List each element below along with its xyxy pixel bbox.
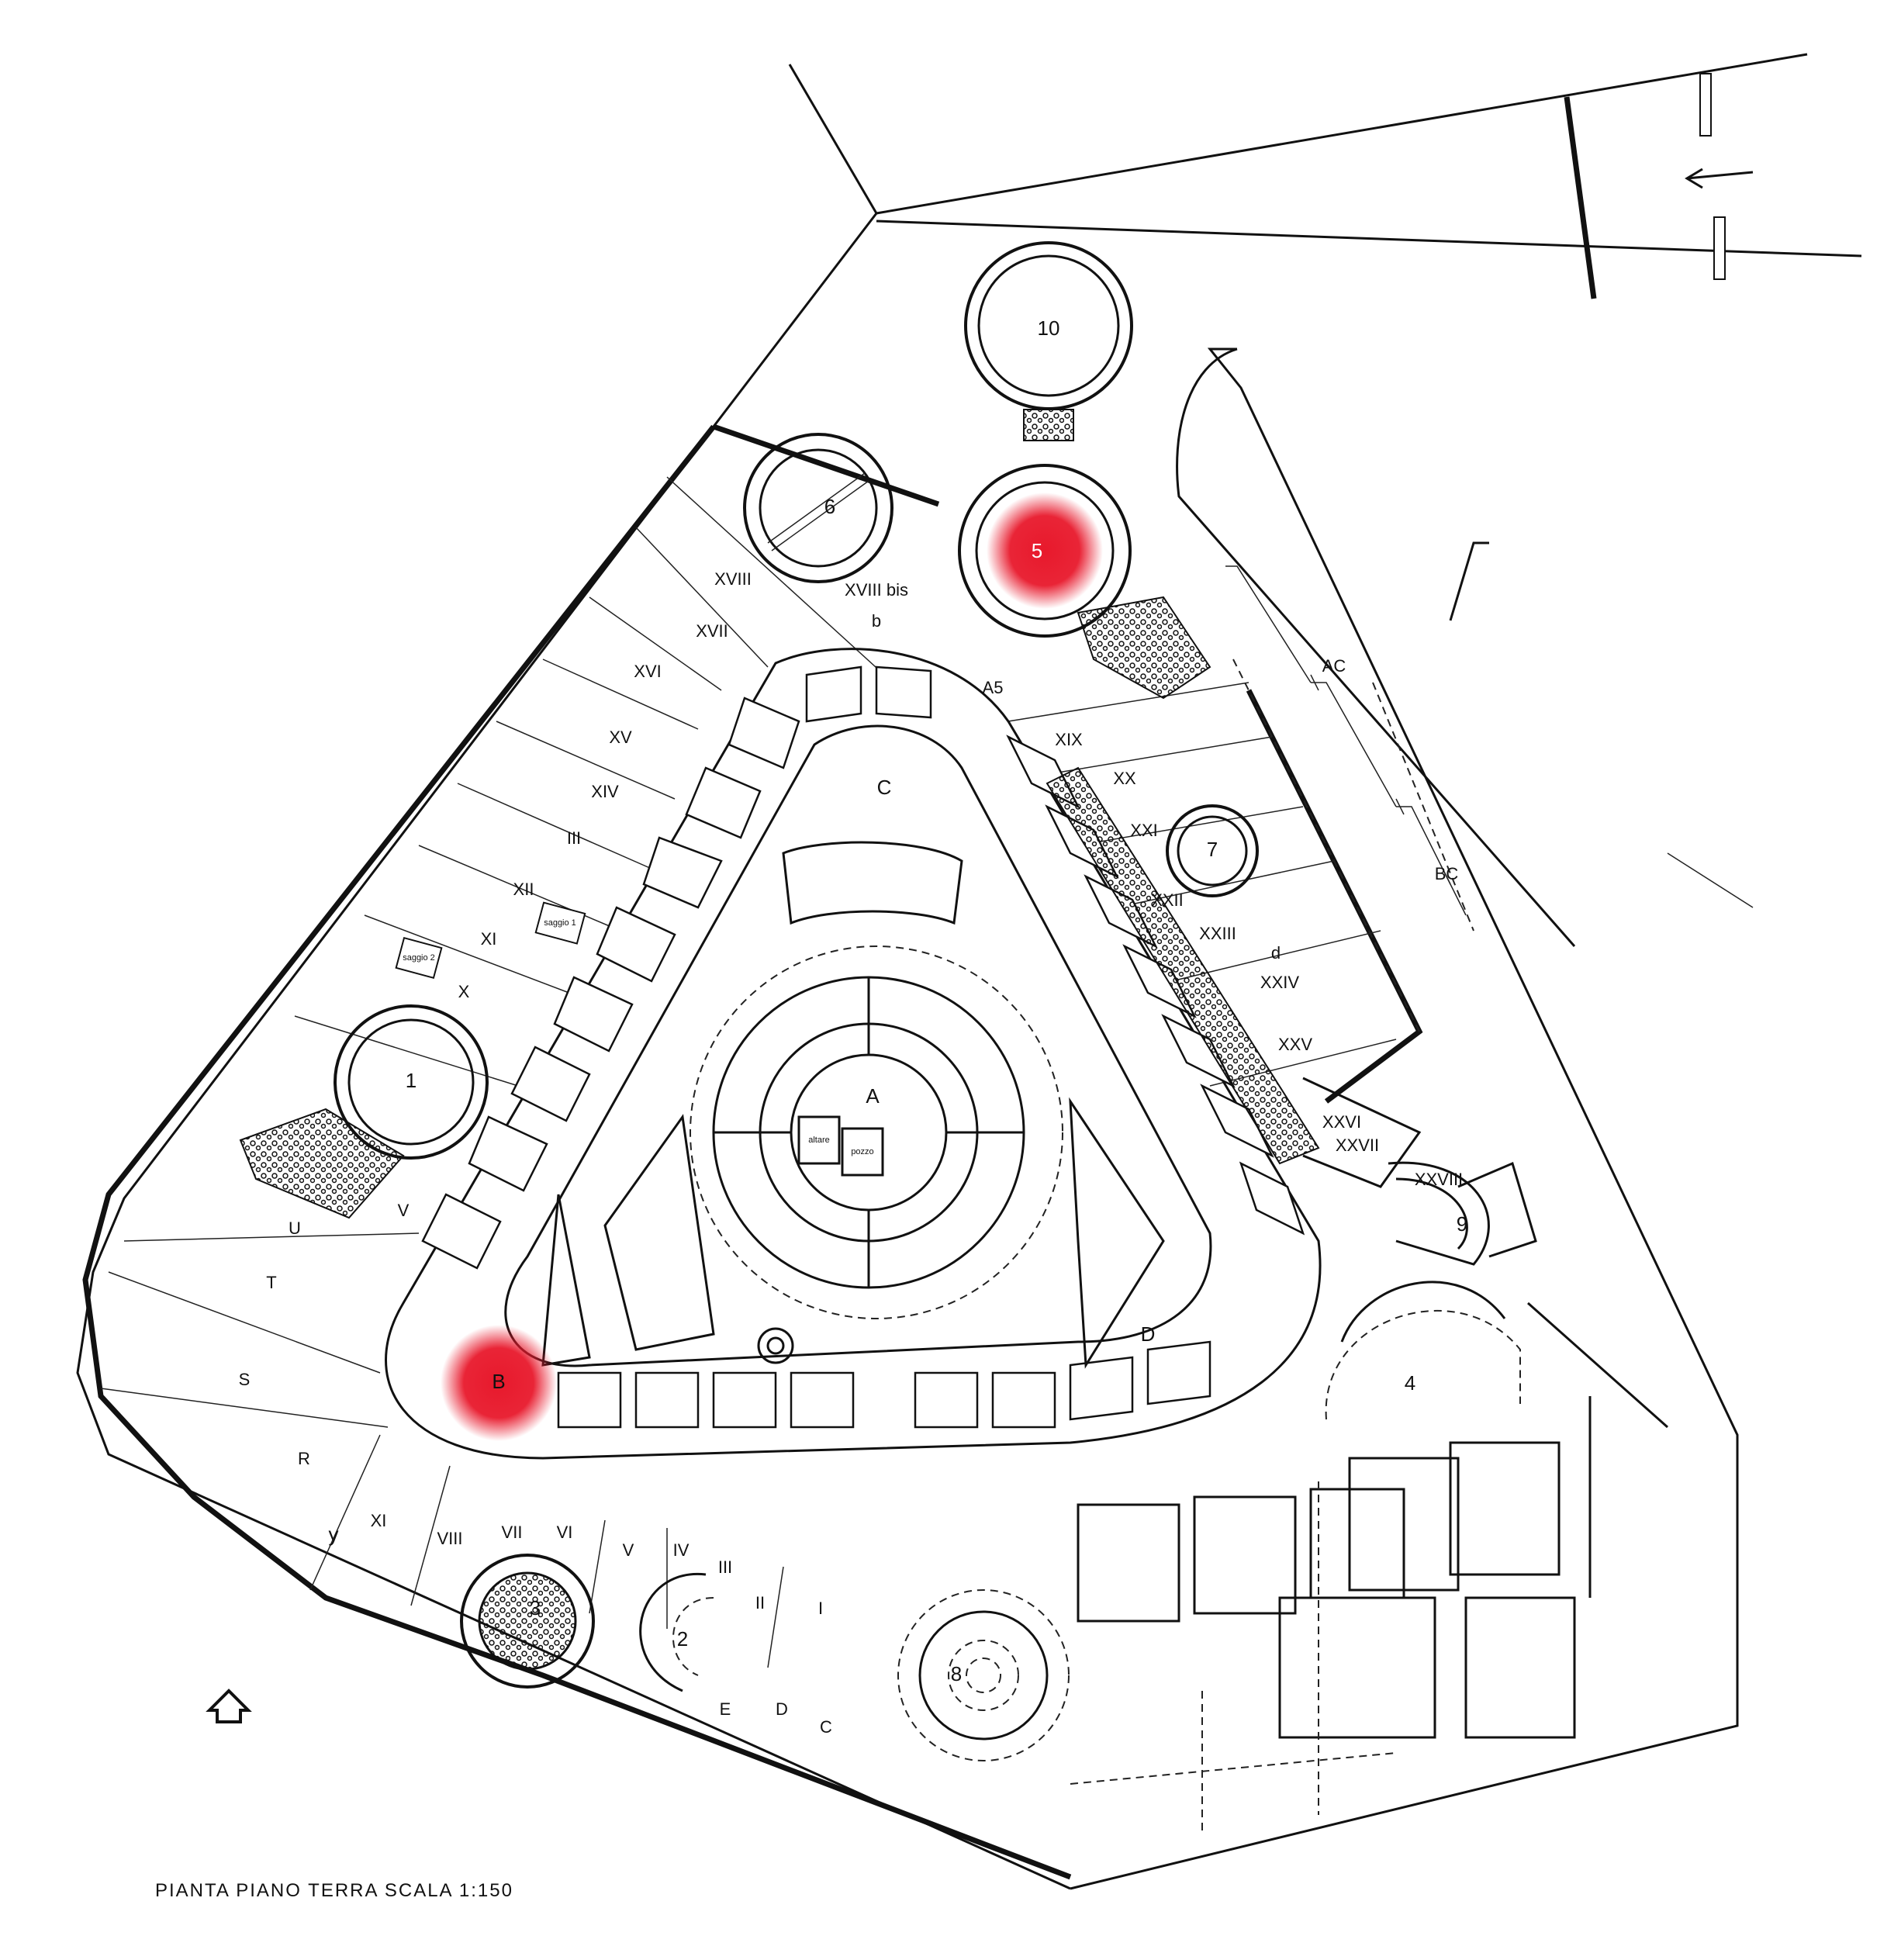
label-1: 1 bbox=[406, 1069, 416, 1092]
label-XVIII: XVIII bbox=[714, 569, 752, 589]
label-R: R bbox=[298, 1449, 310, 1468]
north-arrow-icon bbox=[206, 1689, 252, 1723]
label-7: 7 bbox=[1207, 838, 1218, 861]
tower-5 bbox=[958, 464, 1211, 700]
room-labels: 10 5 6 7 1 9 4 8 3 2 A B C D A5 b d AC B… bbox=[239, 316, 1468, 1737]
tower-4 bbox=[1325, 1281, 1521, 1420]
label-XXI: XXI bbox=[1130, 821, 1157, 840]
center-box-label-2: pozzo bbox=[851, 1147, 873, 1156]
label-XV: XV bbox=[609, 728, 632, 747]
label-AC: AC bbox=[1322, 656, 1346, 676]
label-XIII: III bbox=[567, 828, 581, 848]
central-structure bbox=[541, 841, 1165, 1369]
tower-8 bbox=[897, 1589, 1070, 1761]
label-bottom-C: C bbox=[820, 1717, 832, 1737]
right-annex bbox=[1232, 541, 1537, 1258]
dimension-marks bbox=[1225, 565, 1467, 916]
lower-right-rooms bbox=[1070, 1301, 1668, 1830]
sector-lines-left bbox=[100, 476, 885, 1668]
label-d: d bbox=[1271, 943, 1281, 963]
highlight-marker-5 bbox=[987, 493, 1103, 609]
label-bottom-E: E bbox=[720, 1699, 731, 1719]
label-XII: XII bbox=[513, 880, 534, 899]
tower-10 bbox=[964, 241, 1133, 441]
tower-7 bbox=[1166, 804, 1259, 897]
label-bottom-III: III bbox=[718, 1557, 732, 1577]
label-8: 8 bbox=[951, 1662, 962, 1685]
label-bottom-V: V bbox=[623, 1540, 634, 1560]
saggio-1-label: saggio 1 bbox=[544, 918, 576, 928]
label-XIV: XIV bbox=[591, 782, 619, 801]
label-C: C bbox=[877, 776, 892, 799]
label-6: 6 bbox=[824, 495, 835, 518]
tower-9 bbox=[1388, 1161, 1490, 1266]
label-3: 3 bbox=[530, 1596, 541, 1620]
label-V: V bbox=[398, 1201, 410, 1220]
label-S: S bbox=[239, 1370, 251, 1389]
center-box-label-1: altare bbox=[808, 1136, 830, 1145]
label-XXVI: XXVI bbox=[1322, 1112, 1361, 1132]
saggio-2-label: saggio 2 bbox=[403, 953, 435, 963]
tower-3 bbox=[460, 1554, 595, 1689]
label-XXV: XXV bbox=[1278, 1035, 1312, 1054]
label-5: 5 bbox=[1032, 539, 1042, 562]
label-b: b bbox=[872, 611, 881, 631]
label-bottom-II: II bbox=[755, 1593, 765, 1613]
label-XXVIII: XXVIII bbox=[1415, 1170, 1463, 1189]
label-XXII: XXII bbox=[1151, 890, 1184, 910]
label-D: D bbox=[1141, 1322, 1156, 1346]
ring-cells bbox=[421, 665, 1305, 1429]
label-XXIV: XXIV bbox=[1260, 973, 1299, 992]
label-y: y bbox=[329, 1523, 339, 1546]
label-bottom-VIII: VIII bbox=[437, 1529, 462, 1548]
label-BC: BC bbox=[1435, 864, 1459, 883]
label-XVI: XVI bbox=[634, 662, 661, 681]
label-XXIII: XXIII bbox=[1199, 924, 1236, 943]
tower-2 bbox=[639, 1573, 714, 1692]
rubble-strip bbox=[1046, 766, 1320, 1165]
center-boxes: altare pozzo bbox=[797, 1115, 884, 1177]
label-bottom-XI: XI bbox=[371, 1511, 387, 1530]
label-bottom-I: I bbox=[818, 1599, 823, 1618]
direction-arrow-icon bbox=[1685, 73, 1754, 280]
label-A: A bbox=[866, 1084, 880, 1108]
highlight-marker-B bbox=[441, 1325, 557, 1441]
label-9: 9 bbox=[1457, 1212, 1467, 1236]
tower-6 bbox=[743, 433, 893, 583]
label-U: U bbox=[289, 1219, 301, 1238]
label-2: 2 bbox=[677, 1627, 688, 1651]
label-XI: XI bbox=[481, 929, 497, 949]
label-B: B bbox=[492, 1370, 505, 1393]
label-bottom-IV: IV bbox=[673, 1540, 690, 1560]
label-A5: A5 bbox=[983, 678, 1004, 697]
plan-caption: PIANTA PIANO TERRA SCALA 1:150 bbox=[155, 1880, 513, 1901]
label-bottom-VI: VI bbox=[557, 1523, 573, 1542]
site-boundary bbox=[76, 53, 1862, 1890]
label-XVII: XVII bbox=[696, 621, 728, 641]
tower-1 bbox=[239, 1004, 489, 1219]
label-4: 4 bbox=[1405, 1371, 1415, 1395]
saggio-boxes: saggio 2 saggio 1 bbox=[395, 901, 586, 980]
label-XX: XX bbox=[1113, 769, 1136, 788]
label-XXVII: XXVII bbox=[1336, 1136, 1379, 1155]
label-XIX: XIX bbox=[1055, 730, 1083, 749]
label-10: 10 bbox=[1038, 316, 1060, 340]
label-bottom-D: D bbox=[776, 1699, 788, 1719]
label-bottom-VII: VII bbox=[502, 1523, 523, 1542]
label-X: X bbox=[458, 982, 470, 1001]
label-XVIIIbis: XVIII bis bbox=[845, 580, 908, 600]
label-T: T bbox=[266, 1273, 276, 1292]
